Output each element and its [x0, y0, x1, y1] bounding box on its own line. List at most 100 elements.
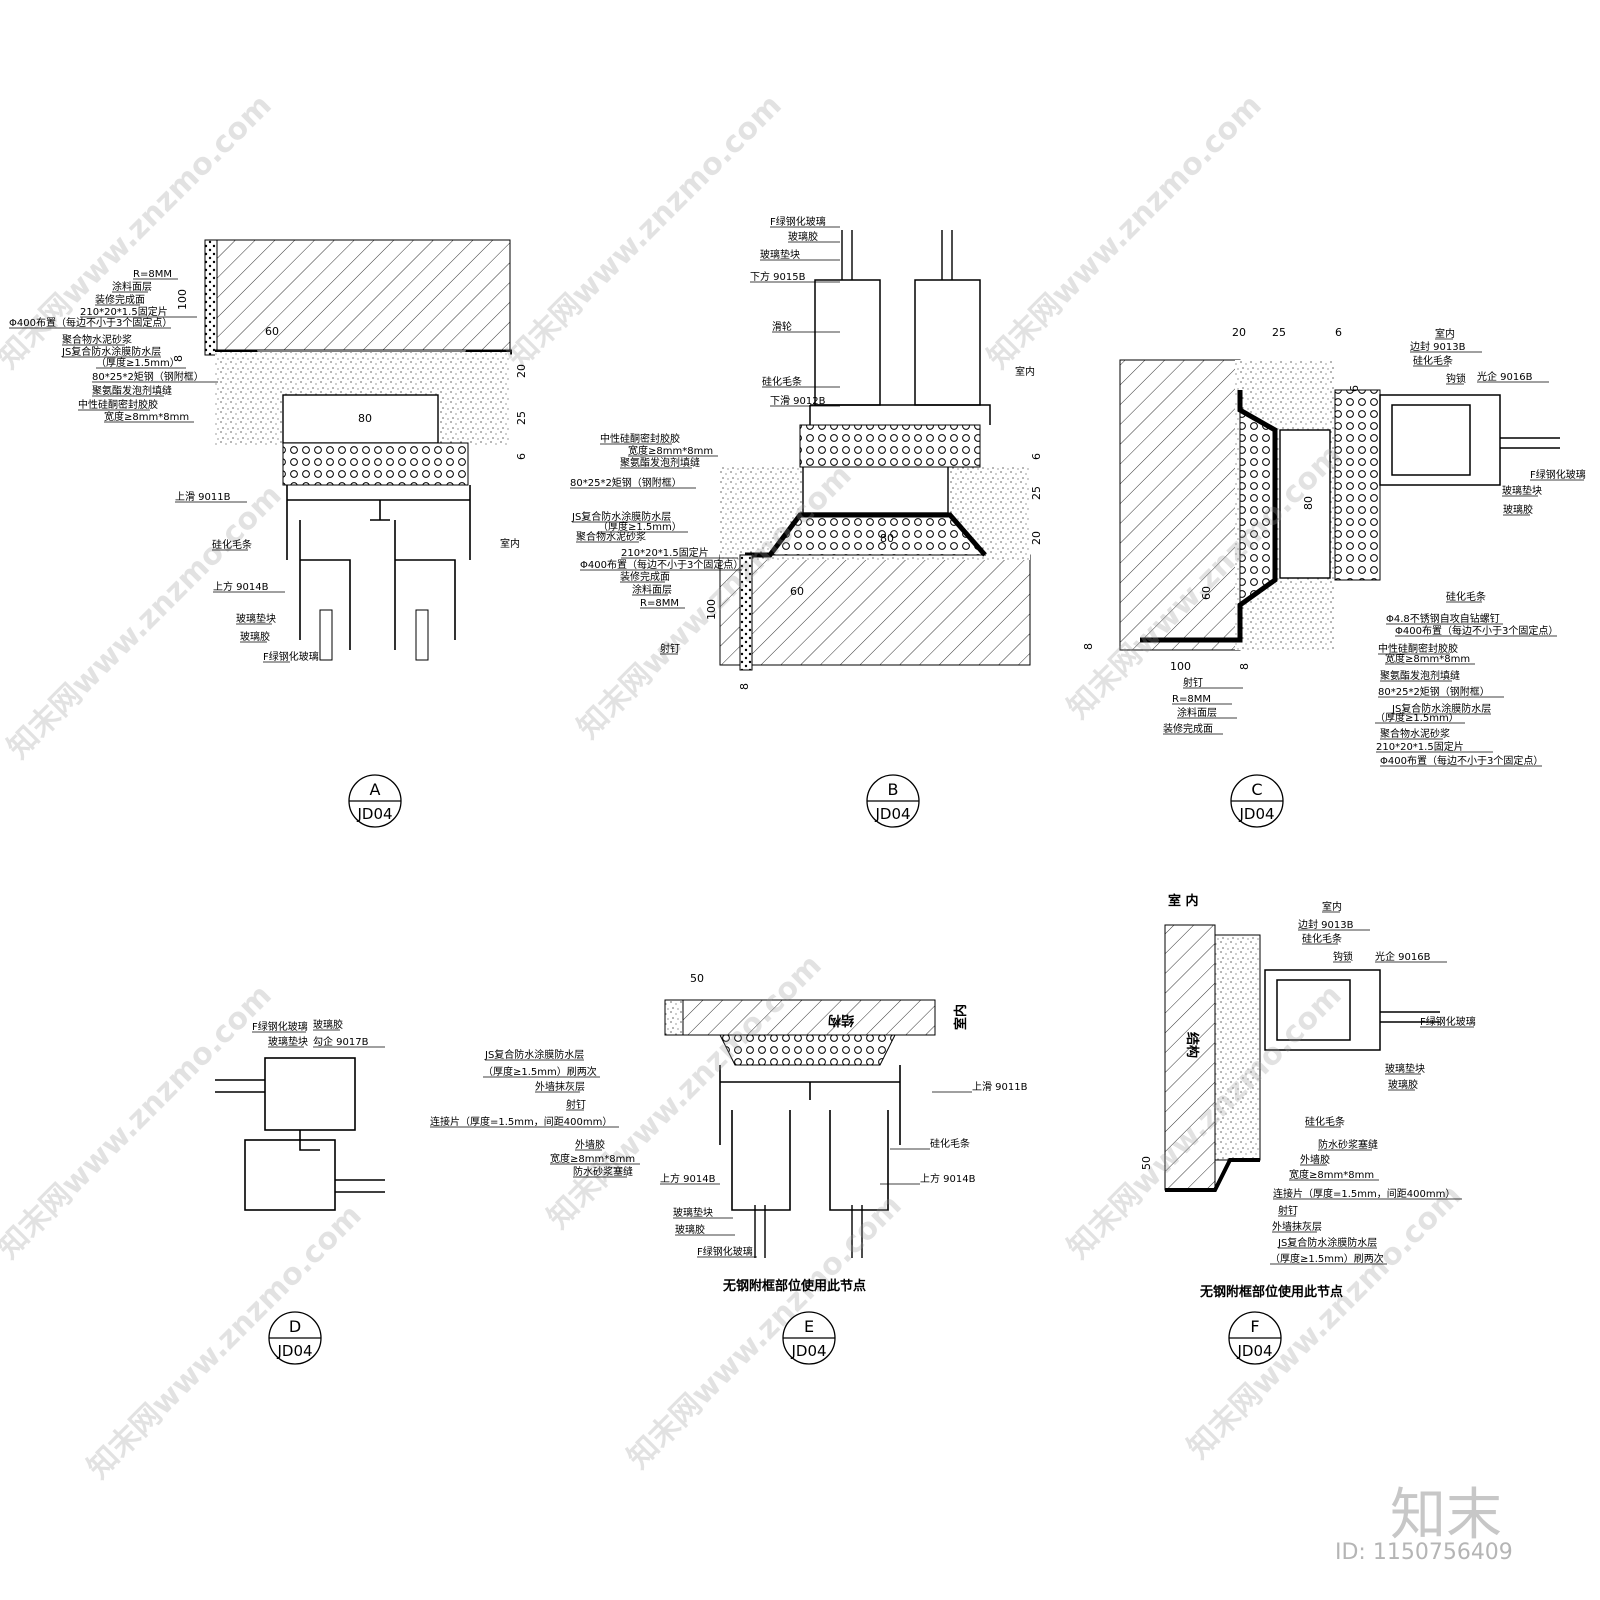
- detail-b-sash-left: [814, 279, 881, 406]
- detail-f-label: 射钉: [1278, 1205, 1298, 1217]
- detail-tag-code: JD04: [356, 805, 392, 823]
- detail-b-label: 中性硅酮密封胶胶: [600, 432, 680, 445]
- detail-c-label: 室内: [1435, 327, 1455, 340]
- detail-e-label: 宽度≥8mm*8mm: [550, 1152, 635, 1165]
- detail-d-glass-bottom: [335, 1179, 385, 1193]
- detail-e-label: 硅化毛条: [930, 1137, 970, 1150]
- detail-e-label: 玻璃垫块: [673, 1206, 713, 1219]
- detail-e-room-label: 室内: [953, 1004, 969, 1030]
- detail-f-caption: 无钢附框部位使用此节点: [1199, 1284, 1343, 1300]
- detail-c-dim: 60: [1200, 586, 1213, 600]
- detail-e-structure: [679, 999, 936, 1036]
- detail-a-label: 上滑 9011B: [175, 491, 231, 503]
- detail-d-frame-top: [264, 1057, 356, 1131]
- detail-tag-a: [348, 774, 402, 828]
- detail-e-label: 玻璃胶: [675, 1223, 705, 1236]
- detail-b-label: Φ400布置（每边不小于3个固定点）: [580, 558, 743, 571]
- detail-b-label: 210*20*1.5固定片: [621, 546, 709, 559]
- detail-tag-letter: A: [370, 780, 381, 799]
- watermark-text: 知末网www.znzmo.com: [501, 88, 789, 376]
- detail-b-dim: 20: [1030, 531, 1043, 545]
- detail-c-label: F绿钢化玻璃: [1530, 468, 1586, 481]
- detail-d-label: 勾企 9017B: [313, 1035, 369, 1048]
- detail-f-label: 玻璃垫块: [1385, 1062, 1425, 1075]
- detail-f-label: 玻璃胶: [1388, 1078, 1418, 1091]
- detail-tag-letter: D: [289, 1317, 301, 1336]
- detail-f-structure-label: 结构: [1184, 1032, 1200, 1058]
- detail-e-label: 外墙抹灰层: [535, 1080, 585, 1093]
- detail-f-side-frame: [1264, 969, 1381, 1051]
- detail-a-label: （厚度≥1.5mm）: [96, 356, 180, 369]
- detail-a-sash-left: [299, 520, 351, 650]
- detail-tag-letter: E: [804, 1317, 814, 1336]
- detail-a-label: 硅化毛条: [212, 538, 252, 551]
- detail-a-concrete: [214, 239, 511, 351]
- detail-a-label: 上方 9014B: [213, 580, 269, 593]
- detail-c-dim: 25: [1272, 326, 1286, 339]
- detail-b-sash-right: [914, 279, 981, 406]
- detail-b-label: 涂料面层: [632, 583, 672, 596]
- detail-a-label: Φ400布置（每边不小于3个固定点）: [9, 316, 172, 329]
- detail-c-side-frame: [1379, 394, 1501, 486]
- detail-f-label: 硅化毛条: [1302, 932, 1342, 945]
- detail-c-label: （厚度≥1.5mm）: [1375, 711, 1459, 724]
- detail-c-label: JS复合防水涂膜防水层: [1391, 702, 1491, 715]
- detail-c-label: 玻璃胶: [1503, 503, 1533, 516]
- detail-f-room-label: 室 内: [1168, 893, 1199, 909]
- detail-e-label: 连接片（厚度=1.5mm，间距400mm）: [430, 1115, 612, 1128]
- detail-d-label: F绿钢化玻璃: [252, 1020, 308, 1033]
- detail-c-label: 210*20*1.5固定片: [1376, 740, 1464, 753]
- detail-c-label: 硅化毛条: [1413, 354, 1453, 367]
- detail-c-label: 光企 9016B: [1477, 370, 1533, 383]
- detail-f-plaster: [1214, 934, 1261, 1161]
- detail-c: [1119, 359, 1560, 651]
- detail-f-label: 钩锁: [1333, 950, 1353, 963]
- detail-f-label: 外墙抹灰层: [1272, 1220, 1322, 1233]
- detail-c-label: 装修完成面: [1163, 722, 1213, 735]
- detail-tag-letter: F: [1250, 1317, 1259, 1336]
- detail-c-label: 边封 9013B: [1410, 340, 1466, 353]
- detail-tag-code: JD04: [874, 805, 910, 823]
- detail-e-label: （厚度≥1.5mm）刷两次: [483, 1065, 597, 1078]
- detail-b-glass-left: [841, 230, 853, 280]
- detail-f-waterproof: [1165, 1158, 1260, 1192]
- detail-c-foam-fill: [1334, 389, 1381, 581]
- detail-e-mortar: [719, 1034, 896, 1066]
- detail-a-dim: 80: [358, 412, 372, 425]
- detail-c-label: 宽度≥8mm*8mm: [1385, 652, 1470, 665]
- detail-b-label: 聚氨酯发泡剂填缝: [620, 456, 700, 469]
- detail-tag-d: [268, 1311, 322, 1365]
- detail-e-glass: [754, 1205, 863, 1258]
- detail-a: [204, 239, 512, 661]
- detail-d-frame-bottom: [244, 1139, 336, 1211]
- detail-b-concrete: [719, 554, 1031, 666]
- detail-d-label: 玻璃垫块: [268, 1035, 308, 1048]
- watermark-text: 知末网www.znzmo.com: [1181, 1178, 1469, 1466]
- detail-c-label: Φ4.8不锈钢自攻自钻螺钉: [1386, 612, 1500, 625]
- detail-f-structure: [1164, 924, 1216, 1191]
- detail-b-dim: 100: [705, 599, 718, 620]
- detail-b-label: 80*25*2矩钢（钢附框）: [570, 476, 682, 489]
- detail-a-foam-fill: [282, 442, 469, 486]
- detail-a-dim: 60: [265, 325, 279, 338]
- detail-a-label: 聚氨酯发泡剂填缝: [92, 384, 172, 397]
- detail-c-dim: 6: [1335, 326, 1342, 339]
- detail-c-label: Φ400布置（每边不小于3个固定点）: [1395, 624, 1558, 637]
- detail-e-label: 外墙胶: [575, 1138, 605, 1151]
- detail-c-label: 涂料面层: [1177, 706, 1217, 719]
- detail-e-label: 防水砂浆塞缝: [573, 1165, 633, 1178]
- detail-tag-b: [866, 774, 920, 828]
- detail-a-label: 80*25*2矩钢（钢附框）: [92, 370, 204, 383]
- detail-c-dim: 8: [1082, 643, 1095, 650]
- detail-b-label: 装修完成面: [620, 570, 670, 583]
- detail-b-label: F绿钢化玻璃: [770, 215, 826, 228]
- detail-b-foam-fill: [799, 424, 981, 468]
- label-layer: R=8MM涂料面层装修完成面210*20*1.5固定片Φ400布置（每边不小于3…: [9, 215, 1586, 1365]
- detail-d: [215, 1057, 385, 1211]
- detail-a-dim: 20: [515, 364, 528, 378]
- detail-f-label: JS复合防水涂膜防水层: [1277, 1236, 1377, 1249]
- detail-e-label: 上滑 9011B: [972, 1081, 1028, 1093]
- detail-a-label: JS复合防水涂膜防水层: [61, 345, 161, 358]
- detail-b-steel-subframe: [802, 464, 949, 514]
- detail-f-glass: [1380, 1011, 1440, 1023]
